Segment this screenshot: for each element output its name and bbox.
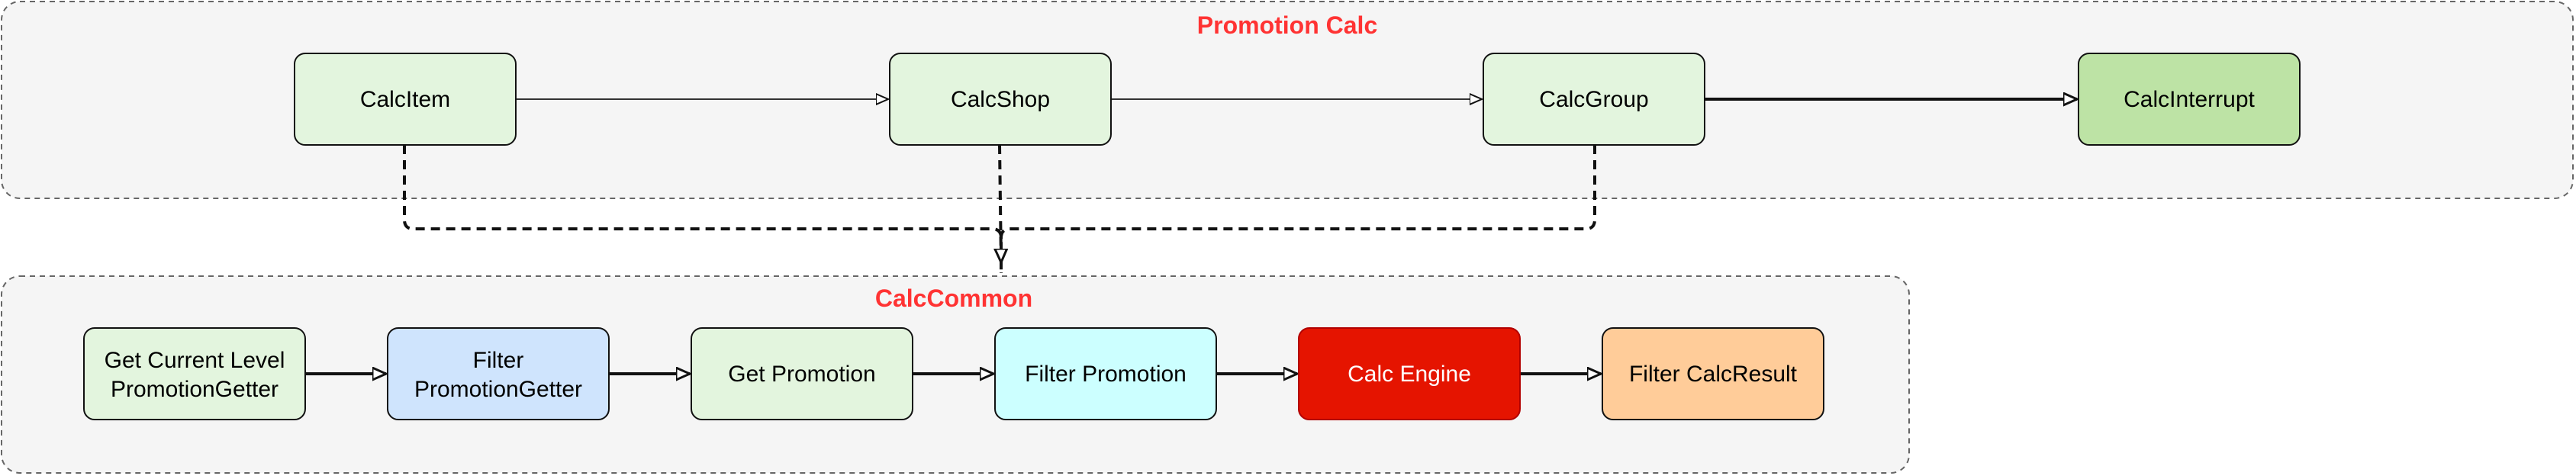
- node-calc-interrupt: CalcInterrupt: [2078, 53, 2301, 146]
- node-label-filter-promotion: Filter Promotion: [1025, 362, 1187, 387]
- node-label-calc-engine: Calc Engine: [1348, 362, 1471, 387]
- node-label-get-current-level-line2: PromotionGetter: [111, 377, 279, 402]
- edge-calcshop-to-calccommon: [1000, 144, 1001, 262]
- edge-calcgroup-to-calccommon: [1000, 145, 1596, 273]
- node-calc-engine: Calc Engine: [1298, 327, 1521, 420]
- node-filter-promotion: Filter Promotion: [994, 327, 1217, 420]
- node-filter-calc-result: Filter CalcResult: [1602, 327, 1824, 420]
- node-label-get-current-level-line1: Get Current Level: [105, 348, 285, 373]
- node-label-get-promotion: Get Promotion: [728, 362, 875, 387]
- node-label-calc-group: CalcGroup: [1539, 87, 1648, 112]
- node-get-current-level: Get Current Level PromotionGetter: [83, 327, 306, 420]
- node-label-filter-calc-result: Filter CalcResult: [1629, 362, 1798, 387]
- group-title-promotion-calc: Promotion Calc: [1197, 11, 1377, 39]
- node-label-calc-item: CalcItem: [360, 87, 450, 112]
- node-label-filter-promotion-getter-line2: PromotionGetter: [414, 377, 582, 402]
- node-get-promotion: Get Promotion: [691, 327, 913, 420]
- node-label-filter-promotion-getter-line1: Filter: [473, 348, 524, 373]
- node-label-calc-interrupt: CalcInterrupt: [2124, 87, 2255, 112]
- node-calc-group: CalcGroup: [1483, 53, 1705, 146]
- node-calc-shop: CalcShop: [889, 53, 1112, 146]
- node-filter-promotion-getter: Filter PromotionGetter: [387, 327, 610, 420]
- node-calc-item: CalcItem: [294, 53, 517, 146]
- group-title-calc-common: CalcCommon: [875, 285, 1032, 312]
- node-label-calc-shop: CalcShop: [951, 87, 1050, 112]
